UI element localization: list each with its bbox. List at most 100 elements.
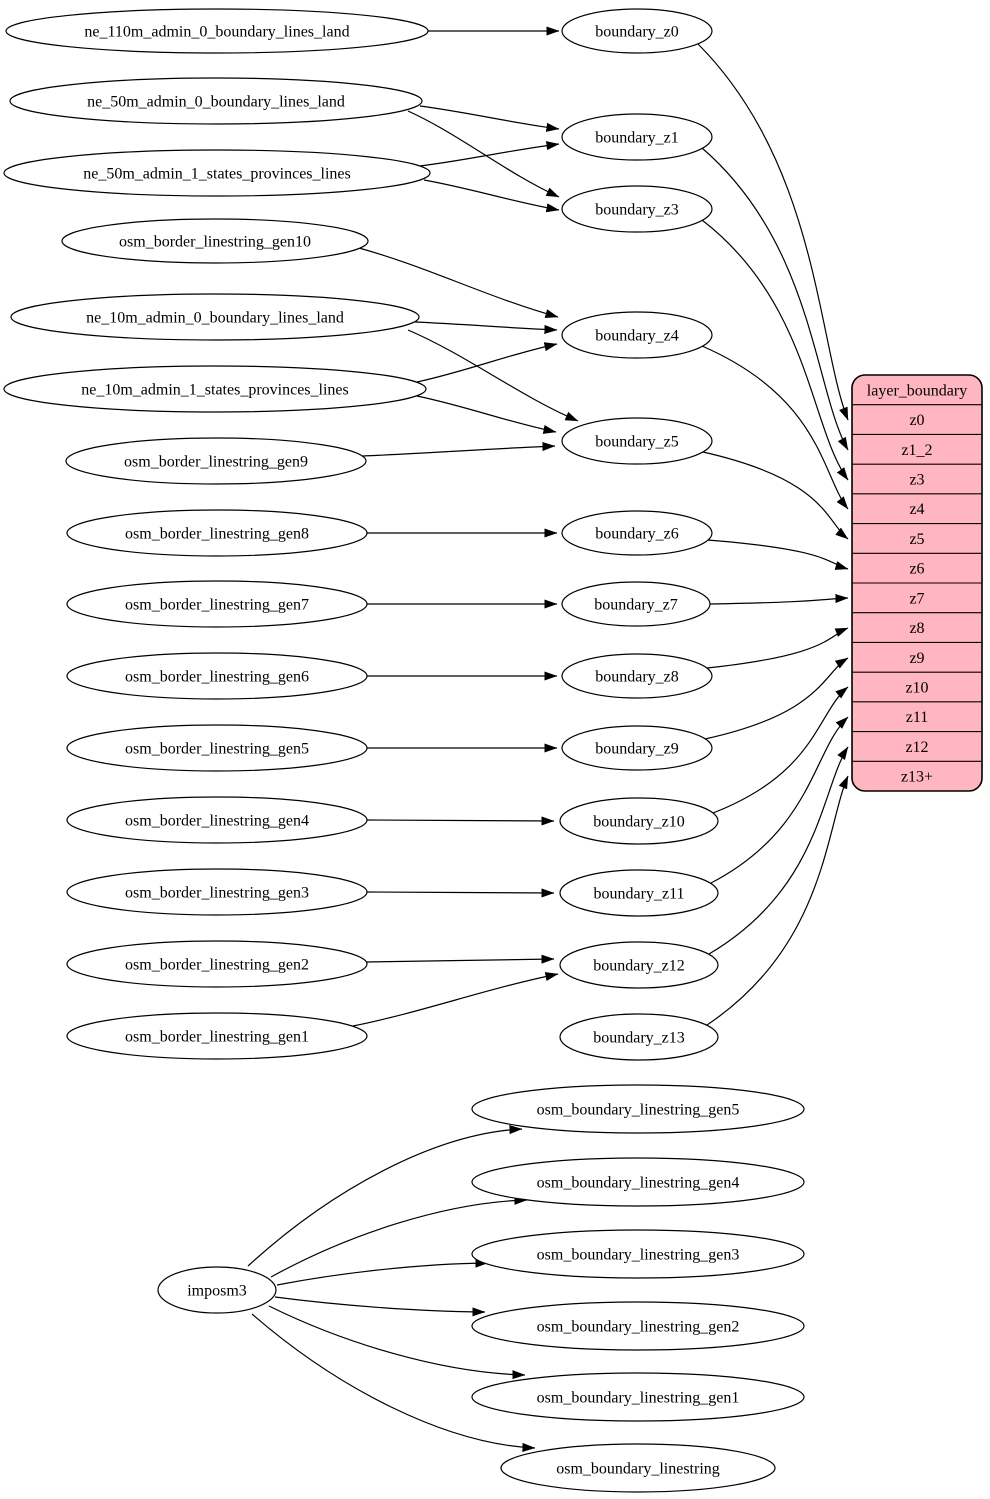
node-boundary_z8: boundary_z8 [561, 653, 713, 699]
node-osm_border_linestring_gen4: osm_border_linestring_gen4 [66, 796, 368, 844]
node-boundary_z7: boundary_z7 [561, 581, 711, 627]
node-osm_boundary_linestring_gen5: osm_boundary_linestring_gen5 [471, 1084, 805, 1134]
edge-boundary_z0-to-layer_boundary_z0 [697, 43, 849, 421]
edge-ne_10m_admin_0_boundary_lines_land-to-boundary_z5 [407, 329, 579, 422]
edge-boundary_z12-to-layer_boundary_z12 [708, 746, 849, 955]
node-label-boundary_z9: boundary_z9 [595, 741, 679, 758]
edge-ne_10m_admin_1_states_provinces_lines-to-boundary_z5 [416, 395, 557, 434]
node-ellipse-boundary_z10 [559, 797, 719, 845]
node-label-osm_border_linestring_gen9: osm_border_linestring_gen9 [124, 454, 308, 471]
node-label-osm_border_linestring_gen1: osm_border_linestring_gen1 [125, 1029, 309, 1046]
record-row-z6: z6 [909, 561, 924, 578]
edge-osm_border_linestring_gen1-to-boundary_z12 [352, 972, 559, 1027]
edge-imposm3-to-osm_boundary_linestring_gen5 [247, 1125, 523, 1267]
edge-ne_50m_admin_0_boundary_lines_land-to-boundary_z3 [407, 110, 560, 198]
node-ellipse-osm_boundary_linestring_gen2 [471, 1301, 805, 1351]
node-osm_border_linestring_gen1: osm_border_linestring_gen1 [66, 1012, 368, 1060]
node-label-osm_boundary_linestring_gen2: osm_boundary_linestring_gen2 [537, 1319, 740, 1336]
edge-boundary_z1-to-layer_boundary_z1_2 [701, 147, 849, 451]
node-osm_border_linestring_gen10: osm_border_linestring_gen10 [61, 218, 369, 264]
node-ne_50m_admin_1_states_provinces_lines: ne_50m_admin_1_states_provinces_lines [3, 149, 431, 197]
record-title: layer_boundary [867, 382, 967, 399]
edge-ne_10m_admin_1_states_provinces_lines-to-boundary_z4 [416, 342, 558, 383]
node-ellipse-boundary_z12 [559, 941, 719, 989]
node-label-osm_border_linestring_gen7: osm_border_linestring_gen7 [125, 597, 309, 614]
edge-boundary_z8-to-layer_boundary_z8 [706, 627, 849, 669]
node-boundary_z0: boundary_z0 [561, 8, 713, 54]
node-ellipse-boundary_z1 [561, 113, 713, 161]
record-row-z12: z12 [905, 739, 928, 756]
node-ellipse-ne_10m_admin_1_states_provinces_lines [3, 365, 427, 413]
node-ellipse-ne_10m_admin_0_boundary_lines_land [10, 293, 420, 341]
node-label-osm_boundary_linestring: osm_boundary_linestring [556, 1461, 720, 1478]
edge-ne_50m_admin_0_boundary_lines_land-to-boundary_z1 [419, 105, 560, 132]
node-osm_border_linestring_gen6: osm_border_linestring_gen6 [66, 652, 368, 700]
record-row-z3: z3 [909, 472, 924, 489]
node-ne_10m_admin_1_states_provinces_lines: ne_10m_admin_1_states_provinces_lines [3, 365, 427, 413]
node-label-osm_border_linestring_gen3: osm_border_linestring_gen3 [125, 885, 309, 902]
node-boundary_z3: boundary_z3 [561, 185, 713, 233]
node-ne_10m_admin_0_boundary_lines_land: ne_10m_admin_0_boundary_lines_land [10, 293, 420, 341]
record-row-z9: z9 [909, 650, 924, 667]
node-boundary_z13: boundary_z13 [559, 1013, 719, 1061]
record-row-z11: z11 [906, 709, 929, 726]
edge-boundary_z6-to-layer_boundary_z6 [706, 539, 849, 570]
node-osm_border_linestring_gen9: osm_border_linestring_gen9 [65, 437, 367, 485]
edges-layer [247, 26, 849, 1452]
node-boundary_z5: boundary_z5 [561, 417, 713, 465]
node-label-osm_boundary_linestring_gen3: osm_boundary_linestring_gen3 [537, 1247, 740, 1264]
edge-imposm3-to-osm_boundary_linestring_gen3 [276, 1258, 489, 1286]
node-label-boundary_z12: boundary_z12 [593, 958, 685, 975]
node-label-boundary_z7: boundary_z7 [594, 597, 678, 614]
record-row-z8: z8 [909, 620, 924, 637]
edge-boundary_z7-to-layer_boundary_z7 [709, 593, 849, 605]
node-osm_boundary_linestring_gen4: osm_boundary_linestring_gen4 [471, 1157, 805, 1207]
node-ellipse-osm_border_linestring_gen1 [66, 1012, 368, 1060]
edge-osm_border_linestring_gen2-to-boundary_z12 [365, 954, 555, 964]
edge-boundary_z11-to-layer_boundary_z11 [710, 716, 849, 884]
node-osm_border_linestring_gen3: osm_border_linestring_gen3 [66, 868, 368, 916]
edge-imposm3-to-osm_boundary_linestring_gen2 [274, 1296, 486, 1317]
node-ne_110m_admin_0_boundary_lines_land: ne_110m_admin_0_boundary_lines_land [5, 8, 429, 54]
edge-osm_border_linestring_gen10-to-boundary_z4 [358, 247, 559, 319]
node-label-ne_10m_admin_0_boundary_lines_land: ne_10m_admin_0_boundary_lines_land [86, 310, 344, 327]
edge-osm_border_linestring_gen4-to-boundary_z10 [366, 816, 555, 826]
node-ellipse-boundary_z4 [561, 311, 713, 359]
record-layer_boundary: layer_boundaryz0z1_2z3z4z5z6z7z8z9z10z11… [851, 374, 983, 792]
edge-osm_border_linestring_gen9-to-boundary_z5 [362, 441, 556, 457]
record-row-z5: z5 [909, 531, 924, 548]
node-label-boundary_z11: boundary_z11 [594, 886, 685, 903]
node-ellipse-osm_border_linestring_gen9 [65, 437, 367, 485]
node-label-imposm3: imposm3 [187, 1283, 247, 1300]
node-ellipse-osm_border_linestring_gen10 [61, 218, 369, 264]
node-ellipse-osm_boundary_linestring [500, 1443, 776, 1493]
node-label-boundary_z8: boundary_z8 [595, 669, 679, 686]
node-label-osm_border_linestring_gen2: osm_border_linestring_gen2 [125, 957, 309, 974]
node-label-boundary_z1: boundary_z1 [595, 130, 679, 147]
node-label-boundary_z0: boundary_z0 [595, 24, 679, 41]
node-boundary_z4: boundary_z4 [561, 311, 713, 359]
node-label-boundary_z10: boundary_z10 [593, 814, 685, 831]
node-osm_boundary_linestring_gen1: osm_boundary_linestring_gen1 [471, 1372, 805, 1422]
node-boundary_z10: boundary_z10 [559, 797, 719, 845]
edge-ne_50m_admin_1_states_provinces_lines-to-boundary_z3 [423, 179, 560, 213]
node-ellipse-osm_boundary_linestring_gen3 [471, 1229, 805, 1279]
node-label-osm_border_linestring_gen4: osm_border_linestring_gen4 [125, 813, 309, 830]
node-label-osm_boundary_linestring_gen5: osm_boundary_linestring_gen5 [537, 1102, 740, 1119]
node-boundary_z6: boundary_z6 [561, 510, 713, 556]
node-label-osm_border_linestring_gen8: osm_border_linestring_gen8 [125, 526, 309, 543]
node-label-osm_border_linestring_gen10: osm_border_linestring_gen10 [119, 234, 311, 251]
edge-ne_10m_admin_0_boundary_lines_land-to-boundary_z4 [414, 321, 558, 334]
record-row-z7: z7 [909, 590, 924, 607]
node-ellipse-osm_border_linestring_gen4 [66, 796, 368, 844]
node-boundary_z11: boundary_z11 [559, 869, 719, 917]
node-ellipse-imposm3 [157, 1266, 277, 1314]
node-ellipse-ne_50m_admin_1_states_provinces_lines [3, 149, 431, 197]
record-row-z0: z0 [909, 412, 924, 429]
record-row-z4: z4 [909, 501, 924, 518]
node-ellipse-boundary_z8 [561, 653, 713, 699]
node-ellipse-ne_110m_admin_0_boundary_lines_land [5, 8, 429, 54]
edge-boundary_z4-to-layer_boundary_z4 [701, 345, 849, 510]
record-row-z10: z10 [905, 680, 928, 697]
